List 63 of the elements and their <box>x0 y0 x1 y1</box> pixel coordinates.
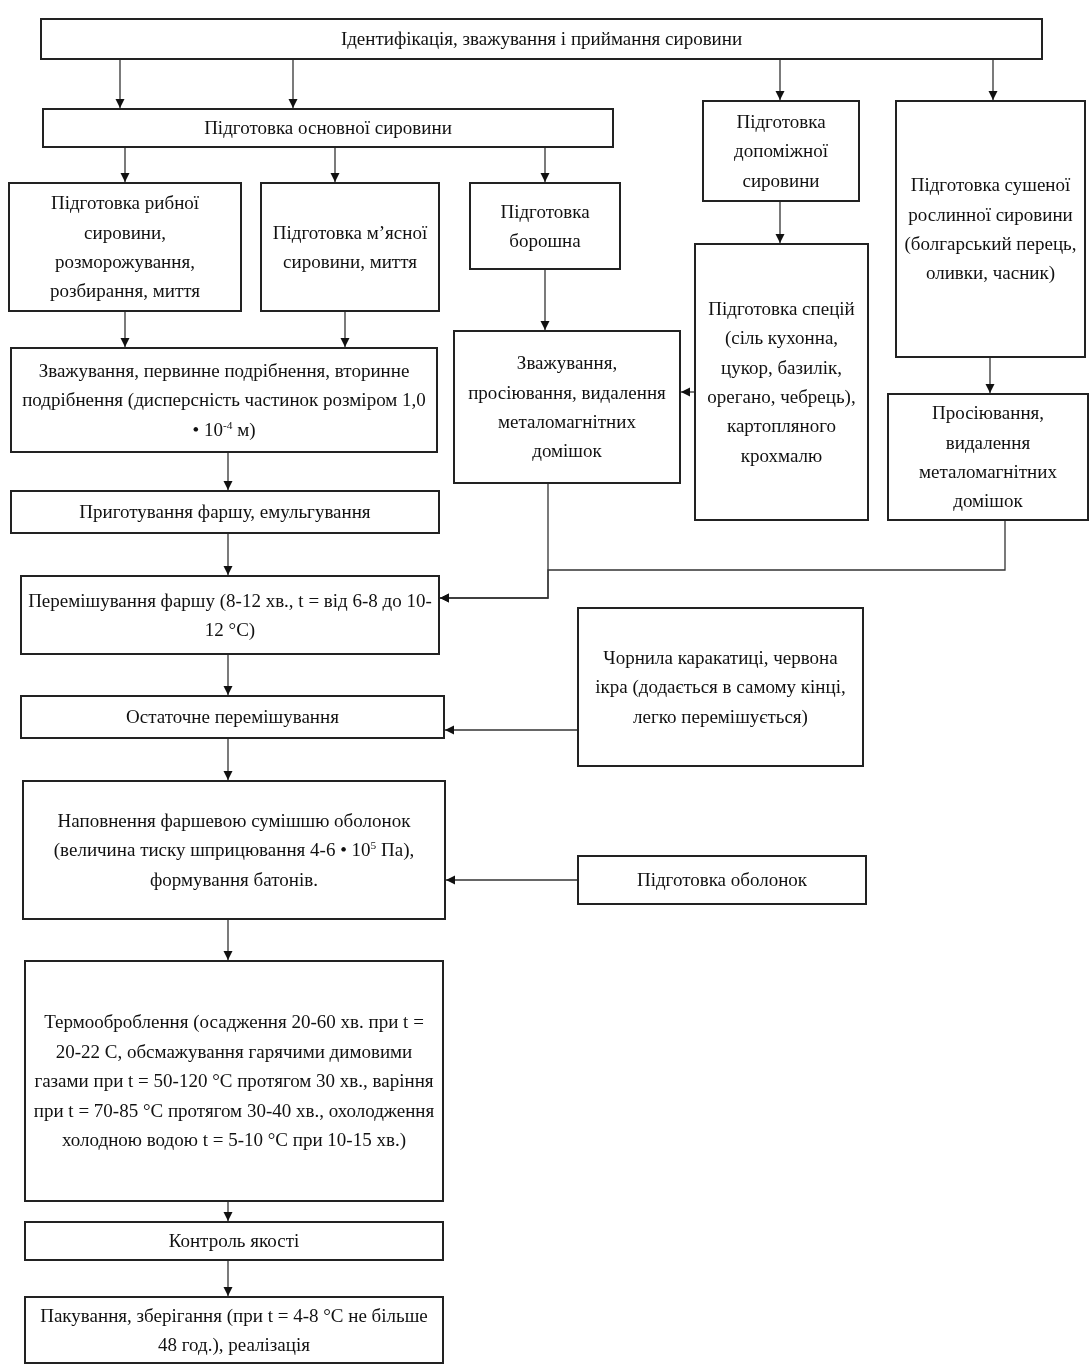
step-text: Підготовка сушеної рослинної сировини (болгарський перець, оливки, часник) <box>903 173 1078 286</box>
step-text: Підготовка борошна <box>499 199 591 253</box>
arrow <box>288 59 298 109</box>
process-box <box>260 182 440 312</box>
step-text: Підготовка рибної сировини, розморожування, розбирання, миття <box>48 191 202 304</box>
arrow <box>223 452 233 491</box>
arrow <box>223 919 233 961</box>
step-text: Перемішування фаршу (8-12 хв., t = від 6-8 до 10-12 °C) <box>28 588 432 642</box>
step-text: Остаточне перемішування <box>126 705 339 730</box>
process-box <box>20 695 445 739</box>
process-box <box>8 182 242 312</box>
step-text: Підготовка оболонок <box>636 868 808 893</box>
arrow <box>223 738 233 781</box>
process-box <box>24 1296 444 1364</box>
arrow <box>223 533 233 576</box>
arrow <box>439 520 1006 603</box>
process-box <box>694 243 869 521</box>
arrow <box>540 147 550 183</box>
arrow <box>120 147 130 183</box>
step-text: Чорнила каракатиці, червона ікра (додається в самому кінці, легко перемішується) <box>594 645 847 729</box>
process-box <box>469 182 621 270</box>
process-box <box>40 18 1043 60</box>
step-text: Підготовка м’ясної сировини, миття <box>271 220 429 274</box>
step-text: Приготування фаршу, емульгування <box>79 500 371 525</box>
process-box <box>577 607 864 767</box>
process-box <box>577 855 867 905</box>
arrow <box>223 1260 233 1297</box>
arrow <box>444 725 578 735</box>
step-text: Зважування, просіювання, видалення металомагнітних домішок <box>467 351 667 464</box>
step-text: Підготовка основної сировини <box>204 116 452 141</box>
arrow <box>330 147 340 183</box>
process-box <box>10 347 438 453</box>
step-text: Ідентифікація, зважування і приймання сировини <box>340 27 743 52</box>
process-box <box>24 960 444 1202</box>
process-box <box>10 490 440 534</box>
arrow <box>223 654 233 696</box>
arrow <box>988 59 998 101</box>
arrow <box>985 357 995 394</box>
step-text: Підготовка допоміжної сировини <box>733 109 829 193</box>
process-box <box>895 100 1086 358</box>
process-box <box>453 330 681 484</box>
process-box <box>702 100 860 202</box>
process-box <box>22 780 446 920</box>
step-text: Термооброблення (осадження 20-60 хв. при t = 20-22 C, обсмажування гарячими димовими газами при t = 50-120 °C протягом 30 хв., варіння при t = 70-85 °C протягом 30-40 хв., охолодження холодною водою t = 5-10 °C при 10-15 хв.) <box>32 1010 436 1153</box>
arrow <box>223 1201 233 1222</box>
process-box <box>24 1221 444 1261</box>
arrow <box>775 201 785 244</box>
arrow <box>540 269 550 331</box>
step-text: Контроль якості <box>168 1229 300 1254</box>
step-text: Підготовка спецій (сіль кухонна, цукор, базилік, орегано, чебрець), картопляного крохмалю <box>706 296 857 468</box>
arrow <box>115 59 125 109</box>
arrow <box>340 311 350 348</box>
process-box <box>887 393 1089 521</box>
step-text: Наповнення фаршевою сумішшю оболонок (величина тиску шприцювання 4-6 • 10$^{5}$ Па), формування батонів. <box>52 808 416 892</box>
step-text: Пакування, зберігання (при t = 4-8 °C не більше 48 год.), реалізація <box>39 1303 429 1357</box>
arrow <box>445 875 578 885</box>
arrow <box>775 59 785 101</box>
step-text: Зважування, первинне подрібнення, вторинне подрібнення (дисперсність частинок розміром 1,0 • 10$^{-4}$ м) <box>21 358 427 442</box>
process-box <box>20 575 440 655</box>
arrow <box>680 387 695 397</box>
process-box <box>42 108 614 148</box>
step-text: Просіювання, видалення металомагнітних домішок <box>918 401 1058 514</box>
arrow <box>120 311 130 348</box>
